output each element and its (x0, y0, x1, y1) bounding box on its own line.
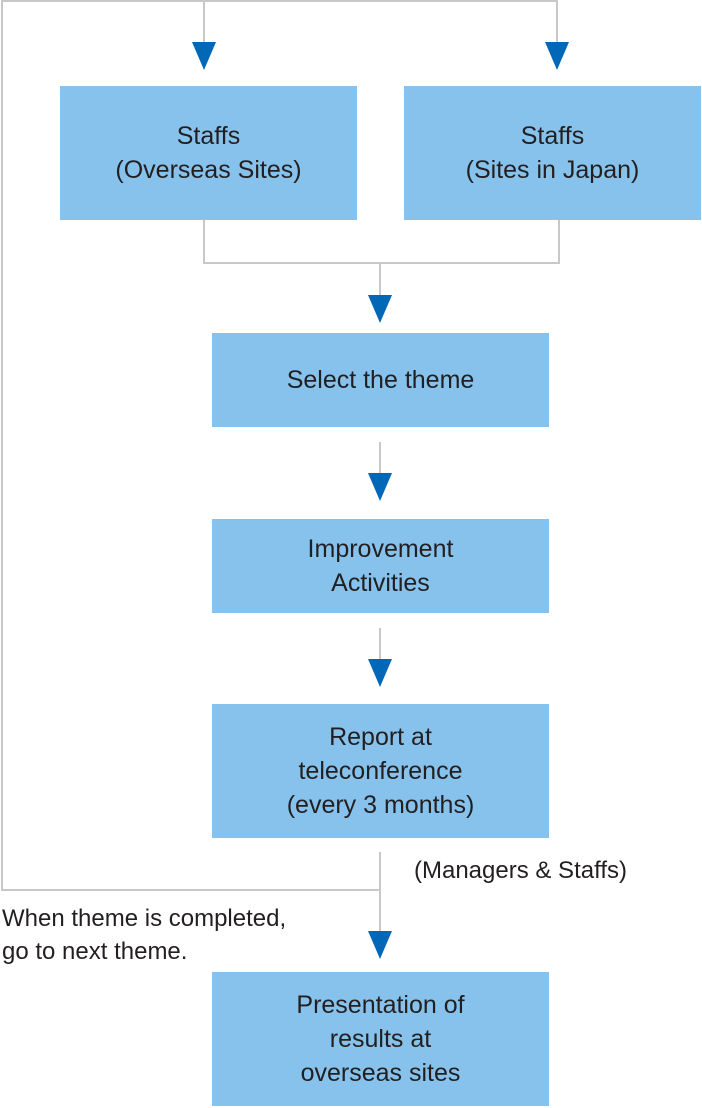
arrowhead-select (368, 295, 392, 323)
loop-note-line: go to next theme. (2, 938, 188, 965)
node-label-line: overseas sites (300, 1059, 461, 1087)
node-label-line: (Overseas Sites) (115, 156, 302, 184)
arrowhead-improvement (368, 473, 392, 501)
node-staffs-overseas: Staffs (Overseas Sites) (60, 86, 357, 220)
node-select-theme: Select the theme (212, 333, 549, 427)
node-label-line: Improvement (307, 535, 454, 563)
node-staffs-japan: Staffs (Sites in Japan) (404, 86, 701, 220)
node-label-line: teleconference (298, 757, 463, 785)
merge-line (203, 220, 560, 264)
loop-note: When theme is completed, go to next them… (2, 902, 286, 968)
node-label-line: Staffs (176, 122, 241, 150)
node-label-line: (Sites in Japan) (465, 156, 640, 184)
node-label-line: (every 3 months) (286, 791, 475, 819)
node-report-teleconference: Report at teleconference (every 3 months… (212, 704, 549, 838)
node-label-line: Presentation of (296, 991, 465, 1019)
arrowhead-overseas (192, 42, 216, 70)
node-improvement-activities: Improvement Activities (212, 519, 549, 613)
node-label-line: Report at (329, 723, 432, 751)
loop-back-line (1, 0, 558, 891)
arrowhead-report (368, 659, 392, 687)
node-label-line: Activities (331, 569, 430, 597)
node-presentation-results: Presentation of results at overseas site… (212, 972, 549, 1106)
node-label-line: Select the theme (286, 366, 475, 394)
arrowhead-presentation (368, 931, 392, 959)
node-label-line: results at (329, 1025, 432, 1053)
arrowhead-japan (545, 42, 569, 70)
loop-note-line: When theme is completed, (2, 905, 287, 932)
participants-note: (Managers & Staffs) (414, 857, 627, 884)
node-label-line: Staffs (520, 122, 585, 150)
